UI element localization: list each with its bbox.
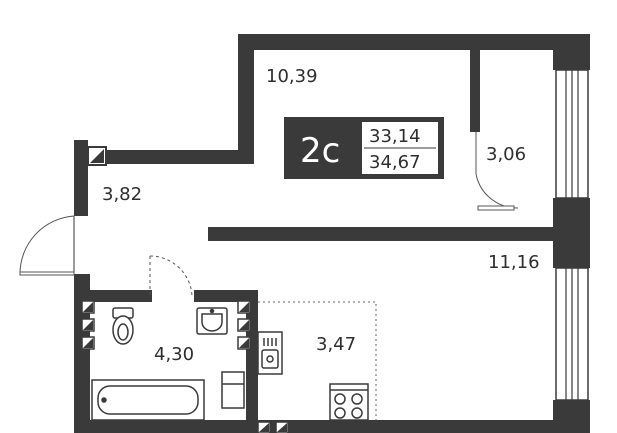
column-markers [81,146,289,433]
wall-hall-left [74,140,88,216]
wall-middle [208,227,553,241]
entrance-door [19,215,75,276]
bathroom-door [149,255,193,297]
balcony-area: 3,06 [486,144,526,165]
hall-area: 3,82 [102,184,142,205]
bathroom-area: 4,30 [154,344,194,365]
washing-machine-icon [221,371,245,409]
doors [19,132,519,297]
toilet-icon [112,307,134,345]
window-top [555,69,589,199]
wall-balcony-partition [470,48,480,132]
room-top-area: 10,39 [266,66,318,87]
wall-bath-top-right [194,290,256,302]
bath-markers [81,300,289,433]
kitchen-area: 3,47 [316,334,356,355]
wall-top [238,34,590,50]
kitchen-sink-icon [257,331,283,375]
bathtub-icon [91,379,205,421]
sink-icon [196,307,228,335]
room-main-area: 11,16 [488,252,540,273]
wall-bath-top-left [74,290,152,302]
wall-upper-left [238,34,254,164]
wall-bottom [74,420,590,433]
living-area-value: 33,14 [369,126,421,147]
wall-right-middle [553,198,590,268]
wall-right-top [553,34,590,70]
apartment-badge: 2с 33,14 34,67 [284,117,444,179]
windows [555,69,589,401]
walls [74,34,590,433]
window-bottom [555,267,589,401]
total-area-value: 34,67 [369,152,421,173]
apartment-type: 2с [300,131,340,171]
balcony-door [475,132,519,211]
kitchen-zone [258,301,377,420]
stove-icon [329,383,369,421]
wall-step [74,150,254,164]
